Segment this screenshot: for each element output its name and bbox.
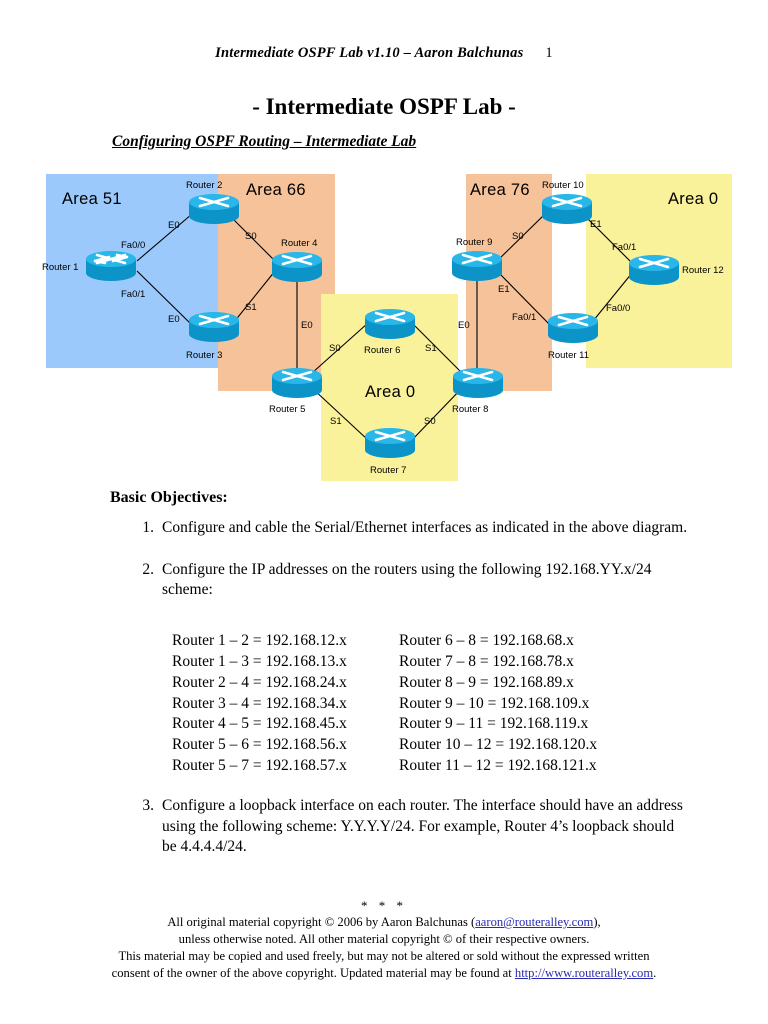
footer-line-2: unless otherwise noted. All other materi… — [178, 932, 590, 946]
router-label-router-10: Router 10 — [542, 180, 584, 191]
ip-scheme-right: Router 9 – 10 = 192.168.109.x — [399, 694, 590, 712]
interface-label-r11-fa01: Fa0/1 — [512, 312, 537, 323]
ip-scheme-left: Router 1 – 3 = 192.168.13.x — [172, 652, 347, 670]
email-link[interactable]: aaron@routeralley.com — [475, 915, 594, 929]
interface-label-r5-s1: S1 — [330, 416, 342, 427]
objective-text-2: Configure the IP addresses on the router… — [162, 560, 652, 599]
router-icon-router-7 — [364, 426, 416, 460]
ip-scheme-left: Router 1 – 2 = 192.168.12.x — [172, 632, 347, 649]
interface-label-r9-e1: E1 — [498, 284, 510, 295]
table-row: Router 3 – 4 = 192.168.34.x Router 9 – 1… — [172, 694, 597, 715]
router-icon-router-5 — [271, 366, 323, 400]
ip-scheme-left: Router 2 – 4 = 192.168.24.x — [172, 673, 347, 691]
page-number: 1 — [545, 45, 553, 61]
footer-copyright: All original material copyright © 2006 b… — [0, 914, 768, 982]
ip-scheme-left: Router 4 – 5 = 192.168.45.x — [172, 715, 347, 733]
table-row: Router 5 – 6 = 192.168.56.x Router 10 – … — [172, 735, 597, 756]
footer-line-4-post: . — [653, 966, 657, 980]
topology-links — [136, 213, 633, 441]
table-row: Router 1 – 2 = 192.168.12.x Router 6 – 8… — [172, 631, 597, 652]
router-label-router-3: Router 3 — [186, 350, 223, 361]
router-label-router-2: Router 2 — [186, 180, 223, 191]
interface-label-r9-s0: S0 — [512, 231, 524, 242]
interface-label-r6-s1: S1 — [425, 343, 437, 354]
interface-label-r1-fa00: Fa0/0 — [121, 240, 146, 251]
router-icon-router-9 — [451, 249, 503, 283]
interface-label-r10-e1: E1 — [590, 219, 602, 230]
router-label-router-5: Router 5 — [269, 404, 306, 415]
section-subtitle: Configuring OSPF Routing – Intermediate … — [112, 133, 417, 150]
footer-line-1-post: ), — [593, 915, 601, 929]
running-header: Intermediate OSPF Lab v1.10 – Aaron Balc… — [0, 45, 768, 62]
objectives-list: 1. Configure and cable the Serial/Ethern… — [132, 518, 692, 618]
network-topology-diagram: Area 51 Area 66 Area 0 Area 76 Area 0 — [0, 168, 768, 488]
zone-label-area-66: Area 66 — [246, 181, 306, 199]
footer-line-3: This material may be copied and used fre… — [118, 949, 650, 963]
interface-label-r12-fa01: Fa0/1 — [612, 242, 637, 253]
router-label-router-12: Router 12 — [682, 265, 724, 276]
interface-label-r4-s0: S0 — [245, 231, 257, 242]
objective-number-1: 1. — [142, 519, 154, 536]
ip-scheme-left: Router 3 – 4 = 192.168.34.x — [172, 694, 347, 712]
interface-label-r12-fa00: Fa0/0 — [606, 303, 631, 314]
interface-label-r4-s1: S1 — [245, 302, 257, 313]
ip-scheme-right: Router 10 – 12 = 192.168.120.x — [399, 736, 598, 754]
interface-label-r9-r8-e0: E0 — [458, 320, 470, 331]
router-icon-router-6 — [364, 307, 416, 341]
objective-text-1: Configure and cable the Serial/Ethernet … — [162, 519, 688, 536]
objective-item-2: 2. Configure the IP addresses on the rou… — [132, 560, 692, 601]
router-label-router-1: Router 1 — [42, 262, 79, 273]
footer-separator: * * * — [361, 898, 407, 913]
zone-label-area-51: Area 51 — [62, 190, 122, 208]
table-row: Router 5 – 7 = 192.168.57.x Router 11 – … — [172, 756, 597, 777]
interface-label-r3-e0: E0 — [168, 314, 180, 325]
footer-line-4-pre: consent of the owner of the above copyri… — [111, 966, 515, 980]
router-icon-router-10 — [541, 192, 593, 226]
zone-label-area-0-right: Area 0 — [668, 190, 719, 208]
table-row: Router 2 – 4 = 192.168.24.x Router 8 – 9… — [172, 673, 597, 694]
page-title: - Intermediate OSPF Lab - — [252, 94, 516, 119]
footer-line-1: All original material copyright © 2006 b… — [0, 914, 768, 931]
ip-scheme-right: Router 6 – 8 = 192.168.68.x — [399, 632, 574, 649]
router-icon-router-2 — [188, 192, 240, 226]
ip-scheme-right: Router 9 – 11 = 192.168.119.x — [399, 715, 589, 733]
router-icon-router-11 — [547, 311, 599, 345]
footer-line-1-pre: All original material copyright © 2006 b… — [167, 915, 476, 929]
interface-label-r7-s0: S0 — [424, 416, 436, 427]
table-row: Router 1 – 3 = 192.168.13.x Router 7 – 8… — [172, 652, 597, 673]
footer-line-4: consent of the owner of the above copyri… — [0, 965, 768, 982]
router-label-router-9: Router 9 — [456, 237, 493, 248]
ip-scheme-left: Router 5 – 6 = 192.168.56.x — [172, 736, 347, 754]
interface-label-r1-fa01: Fa0/1 — [121, 289, 146, 300]
website-link[interactable]: http://www.routeralley.com — [514, 966, 654, 980]
router-icon-router-12 — [628, 253, 680, 287]
router-icon-router-3 — [188, 310, 240, 344]
interface-label-r4-r5-e0: E0 — [301, 320, 313, 331]
zone-label-area-76: Area 76 — [470, 181, 530, 199]
router-label-router-11: Router 11 — [548, 350, 590, 361]
ip-scheme-table: Router 1 – 2 = 192.168.12.x Router 6 – 8… — [172, 631, 597, 777]
running-title: Intermediate OSPF Lab v1.10 – Aaron Balc… — [215, 45, 524, 61]
objective-number-3: 3. — [142, 797, 154, 814]
ip-scheme-left: Router 5 – 7 = 192.168.57.x — [172, 757, 347, 775]
router-icon-router-4 — [271, 250, 323, 284]
table-row: Router 4 – 5 = 192.168.45.x Router 9 – 1… — [172, 714, 597, 735]
ip-scheme-right: Router 11 – 12 = 192.168.121.x — [399, 757, 597, 775]
router-icon-router-8 — [452, 366, 504, 400]
router-label-router-4: Router 4 — [281, 238, 318, 249]
objective-item-3: 3. Configure a loopback interface on eac… — [132, 796, 692, 858]
zone-label-area-0-center: Area 0 — [365, 383, 416, 401]
router-label-router-7: Router 7 — [370, 465, 407, 476]
ip-scheme-right: Router 8 – 9 = 192.168.89.x — [399, 673, 574, 691]
objective-number-2: 2. — [142, 560, 154, 578]
interface-label-r2-e0: E0 — [168, 220, 180, 231]
interface-label-r5-s0: S0 — [329, 343, 341, 354]
router-label-router-6: Router 6 — [364, 345, 401, 356]
ip-scheme-right: Router 7 – 8 = 192.168.78.x — [399, 652, 574, 670]
objective-item-1: 1. Configure and cable the Serial/Ethern… — [132, 518, 692, 539]
objective-text-3: Configure a loopback interface on each r… — [162, 797, 683, 856]
objectives-heading: Basic Objectives: — [110, 489, 228, 506]
router-label-router-8: Router 8 — [452, 404, 489, 415]
router-icon-router-1 — [85, 249, 137, 283]
